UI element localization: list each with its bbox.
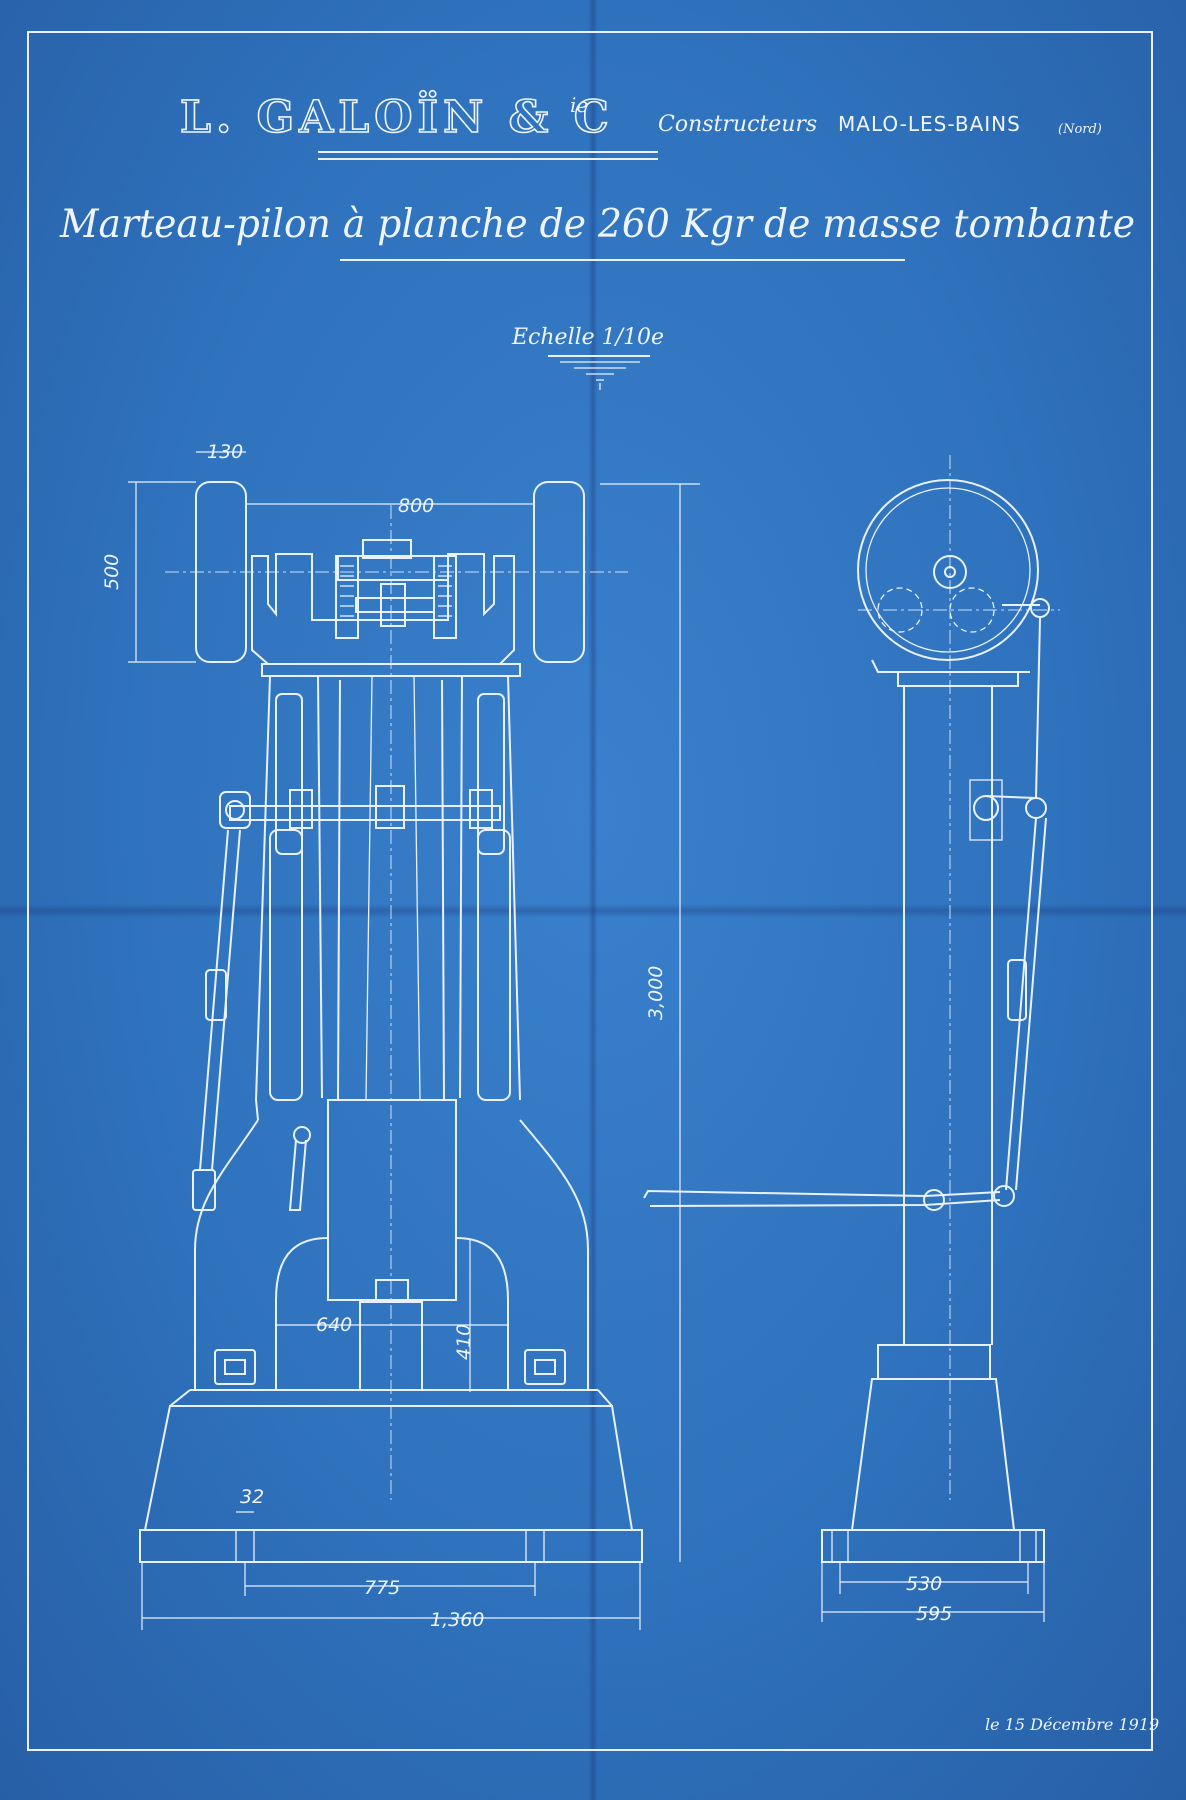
dim-595: 595 [916, 1603, 952, 1625]
left-gear [335, 555, 359, 639]
side-dimensions: 530 595 [821, 1562, 1045, 1625]
side-view [643, 455, 1060, 1563]
company-name: L. GALOÏN & C [180, 89, 614, 143]
scale-label: Echelle 1/10e [511, 325, 664, 350]
front-dimensions: 130 800 500 3,000 640 410 32 775 1,360 [101, 441, 700, 1631]
dim-800: 800 [398, 495, 434, 517]
scale-underline [548, 355, 650, 390]
dim-775: 775 [364, 1577, 400, 1599]
constructors-label: Constructeurs [658, 112, 817, 137]
dim-640: 640 [316, 1314, 352, 1336]
town-label: MALO-LES-BAINS [838, 112, 1021, 136]
base [143, 1405, 634, 1531]
dim-500: 500 [101, 554, 123, 590]
front-view [139, 481, 643, 1563]
dim-3000: 3,000 [645, 966, 667, 1020]
region-label: (Nord) [1058, 122, 1102, 137]
dim-130: 130 [207, 441, 243, 463]
side-flywheel [857, 479, 1039, 661]
side-base-plate [821, 1529, 1045, 1563]
base-plate [139, 1529, 643, 1563]
dim-1360: 1,360 [430, 1609, 484, 1631]
ram [327, 1099, 457, 1301]
dim-32: 32 [240, 1486, 264, 1508]
company-suffix: ie [570, 93, 588, 117]
dim-410: 410 [453, 1324, 475, 1360]
right-gear [433, 555, 457, 639]
drawing-title: Marteau-pilon à planche de 260 Kgr de ma… [59, 202, 1135, 247]
border-frame [27, 31, 1153, 1751]
date-signature: le 15 Décembre 1919 [985, 1715, 1159, 1734]
dim-530: 530 [906, 1573, 942, 1595]
